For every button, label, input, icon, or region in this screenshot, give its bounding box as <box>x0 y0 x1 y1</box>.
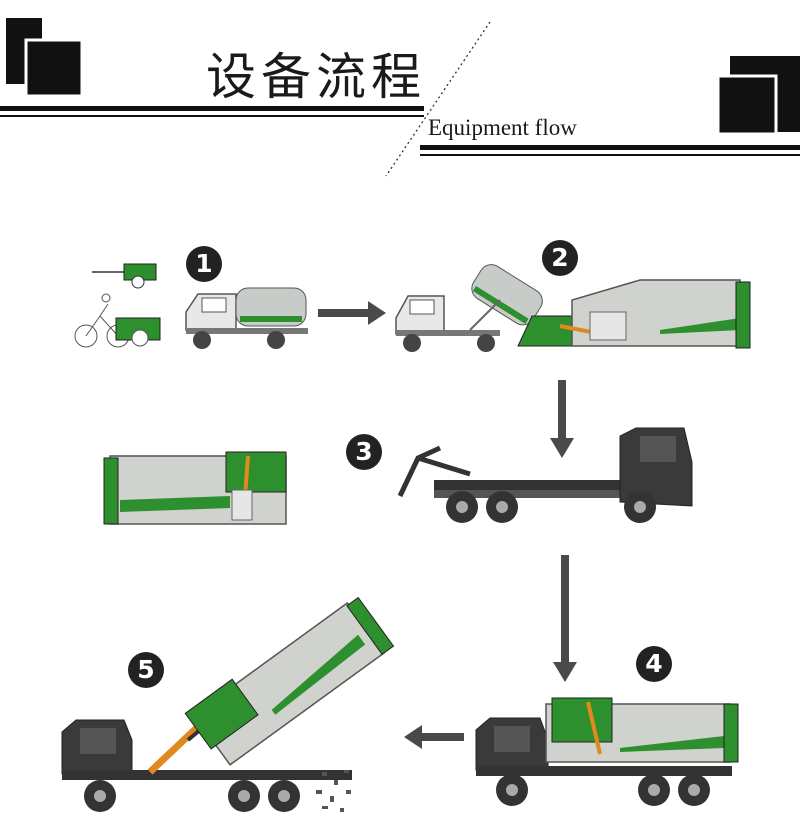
tricycle <box>74 293 161 348</box>
step3-hooklift-truck <box>397 427 693 523</box>
hand-cart <box>92 263 157 289</box>
arrow-left-1 <box>404 725 464 749</box>
falling-waste <box>316 770 351 812</box>
header-rules <box>0 106 800 156</box>
small-collection-truck <box>185 287 308 349</box>
page-title-cn: 设备流程 <box>206 48 426 106</box>
arrow-down-2 <box>553 555 577 682</box>
corner-squares-left <box>6 18 84 98</box>
step-number-4: 4 <box>636 646 672 682</box>
step-number-1: 1 <box>186 246 222 282</box>
dotted-diagonal <box>385 21 491 177</box>
step5-dumping-truck <box>61 596 395 812</box>
step2-unloading <box>395 264 751 352</box>
arrow-right-1 <box>318 301 386 325</box>
step4-loaded-truck <box>475 697 739 806</box>
step-number-3: 3 <box>346 434 382 470</box>
step-number-5: 5 <box>128 652 164 688</box>
corner-squares-right <box>716 56 800 136</box>
step-number-2: 2 <box>542 240 578 276</box>
step1-collection-vehicles <box>74 263 308 349</box>
step3-container <box>103 451 287 525</box>
arrow-down-1 <box>550 380 574 458</box>
page-title-en: Equipment flow <box>428 115 577 140</box>
